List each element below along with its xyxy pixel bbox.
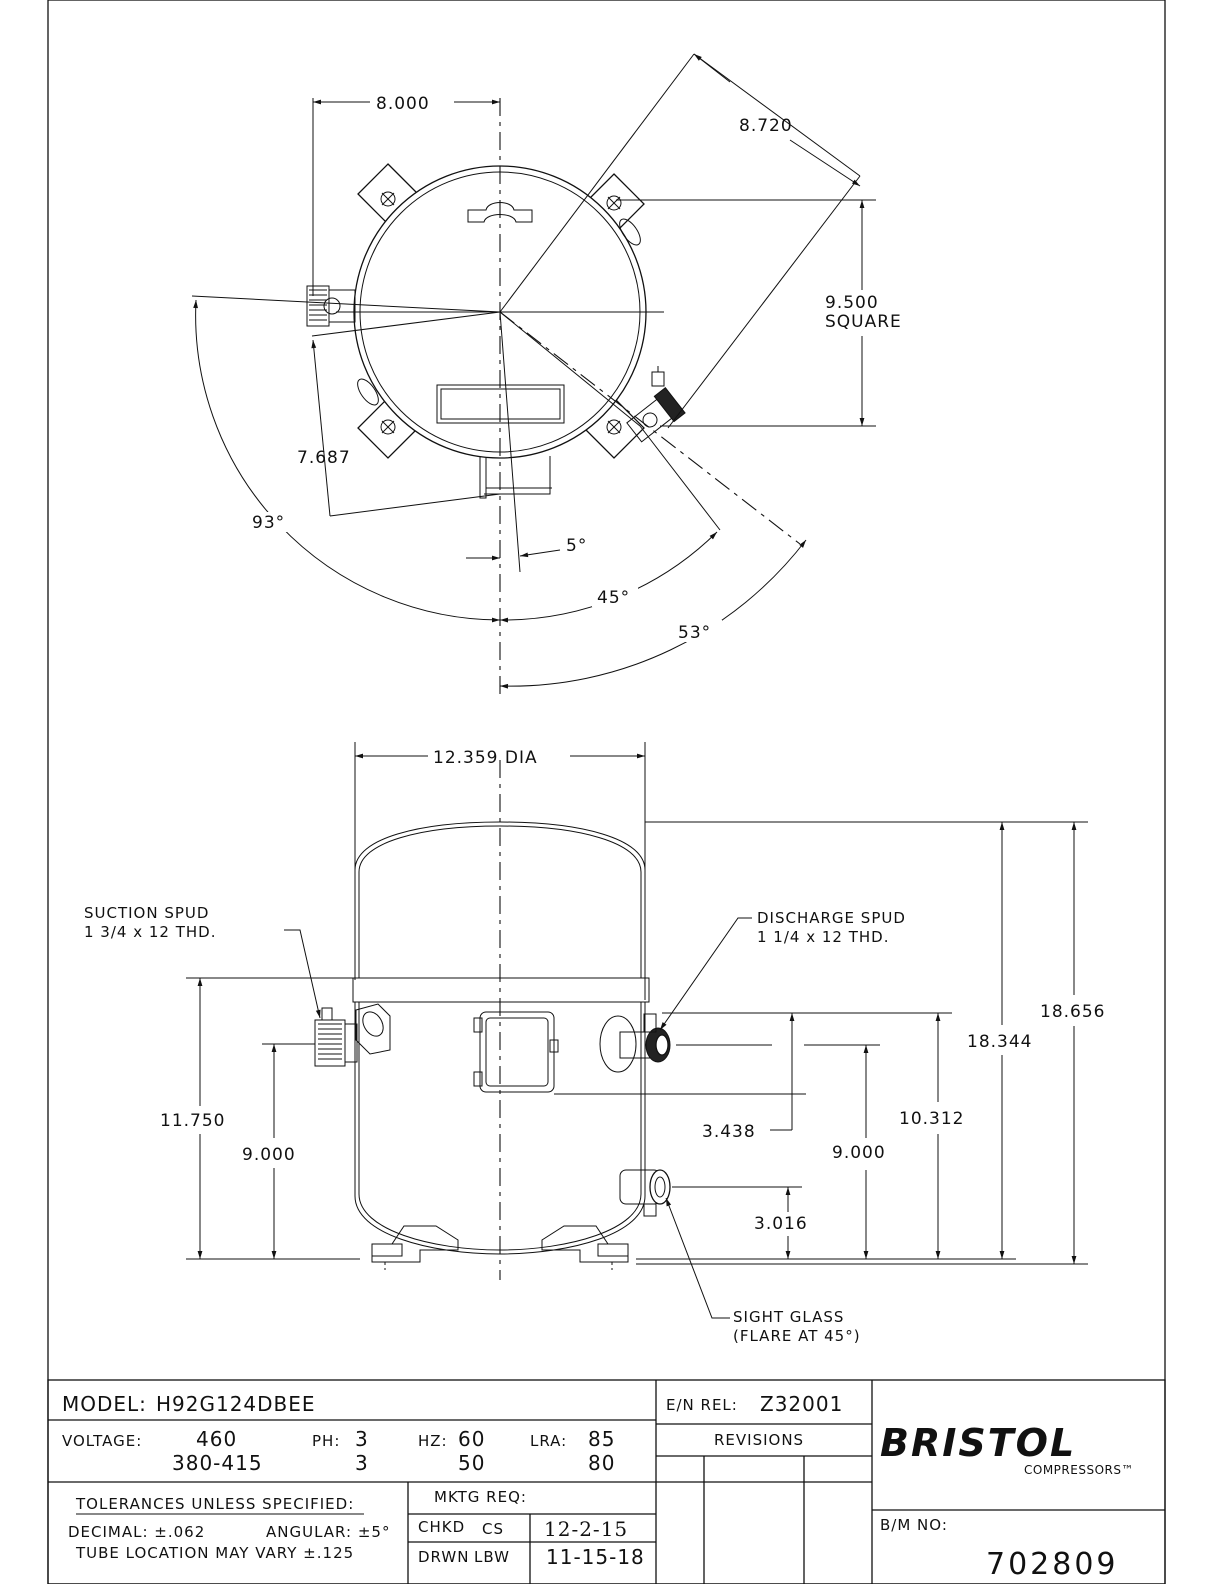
foot-left: [371, 1225, 459, 1270]
en-rel-value: Z32001: [760, 1392, 843, 1416]
lra-2: 80: [588, 1451, 615, 1475]
revisions-label: REVISIONS: [714, 1431, 804, 1449]
angle-53: 53°: [678, 623, 711, 643]
dim-9000-right: 9.000: [832, 1143, 886, 1163]
dim-square-label: SQUARE: [825, 312, 902, 332]
drwn-label: DRWN: [418, 1548, 469, 1566]
angle-45: 45°: [597, 588, 630, 608]
discharge-label-1: DISCHARGE SPUD: [757, 909, 906, 927]
ph-2: 3: [355, 1451, 369, 1475]
voltage-label: VOLTAGE:: [62, 1432, 142, 1450]
ph-label: PH:: [312, 1432, 340, 1450]
drwn-date: 11-15-18: [546, 1545, 645, 1569]
bm-label: B/M NO:: [880, 1516, 948, 1534]
lra-1: 85: [588, 1427, 615, 1451]
dim-3438: 3.438: [702, 1122, 756, 1142]
dim-3016: 3.016: [754, 1214, 808, 1234]
dim-8720: 8.720: [739, 116, 793, 136]
dim-18656: 18.656: [1040, 1002, 1105, 1022]
ph-1: 3: [355, 1427, 369, 1451]
en-rel-label: E/N REL:: [666, 1396, 738, 1414]
hz-2: 50: [458, 1451, 485, 1475]
dim-9000-left: 9.000: [242, 1145, 296, 1165]
suction-label-2: 1 3/4 x 12 THD.: [84, 923, 216, 941]
model-value: H92G124DBEE: [156, 1392, 316, 1416]
angle-93: 93°: [252, 513, 285, 533]
model-label: MODEL:: [62, 1392, 147, 1416]
angle-5: 5°: [566, 536, 587, 556]
dim-8000: 8.000: [376, 94, 430, 114]
chkd-by: CS: [482, 1520, 504, 1538]
voltage-2: 380-415: [172, 1451, 263, 1475]
hz-label: HZ:: [418, 1432, 448, 1450]
dim-10312: 10.312: [899, 1109, 964, 1129]
suction-label-1: SUCTION SPUD: [84, 904, 209, 922]
bm-value: 702809: [986, 1547, 1119, 1582]
sheet-border: [47, 0, 1166, 1584]
dim-12359-dia: 12.359 DIA: [433, 748, 538, 768]
dim-9500: 9.500: [825, 293, 879, 313]
chkd-date: 12-2-15: [544, 1517, 628, 1541]
drwn-by: LBW: [474, 1548, 510, 1566]
tube-note: TUBE LOCATION MAY VARY ±.125: [75, 1544, 354, 1562]
dim-18344: 18.344: [967, 1032, 1032, 1052]
foot-right: [541, 1225, 629, 1270]
voltage-1: 460: [196, 1427, 237, 1451]
title-block: MODEL: H92G124DBEE VOLTAGE: 460 380-415 …: [47, 1379, 1166, 1584]
mktg-label: MKTG REQ:: [434, 1488, 527, 1506]
chkd-label: CHKD: [418, 1518, 465, 1536]
tol-decimal: DECIMAL: ±.062: [68, 1523, 205, 1541]
bristol-logo-sub: COMPRESSORS™: [1024, 1463, 1134, 1477]
hz-1: 60: [458, 1427, 485, 1451]
tol-angular: ANGULAR: ±5°: [266, 1523, 390, 1541]
lra-label: LRA:: [530, 1432, 567, 1450]
sight-label-1: SIGHT GLASS: [733, 1308, 844, 1326]
discharge-label-2: 1 1/4 x 12 THD.: [757, 928, 889, 946]
dim-7687: 7.687: [297, 448, 351, 468]
sight-label-2: (FLARE AT 45°): [733, 1327, 861, 1345]
side-view: 12.359 DIA 18.656 18.344 10.312 9.000 3.…: [84, 742, 1105, 1345]
bristol-logo: BRISTOL: [880, 1421, 1076, 1465]
top-view: 8.000 8.720 9.500 SQUARE 7.687 93° 5° 45…: [191, 53, 902, 700]
dim-11750: 11.750: [160, 1111, 225, 1131]
tolerances-label: TOLERANCES UNLESS SPECIFIED:: [75, 1495, 354, 1513]
